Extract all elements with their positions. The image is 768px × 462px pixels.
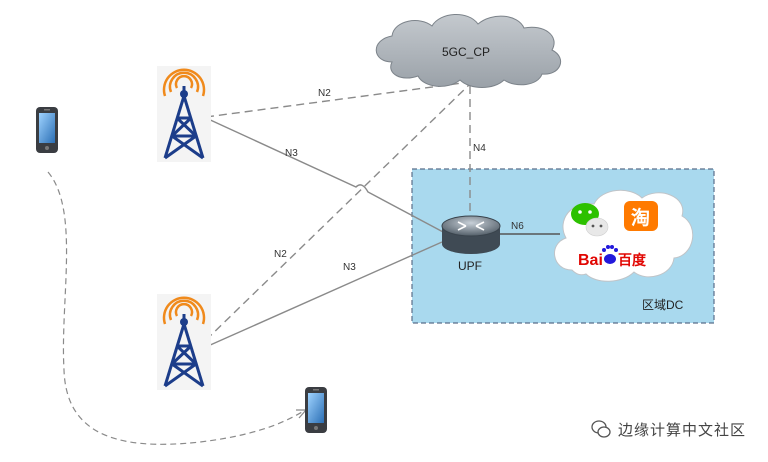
ue-mobility-path	[47, 171, 303, 445]
base-station-top	[157, 66, 211, 162]
label-n2-bottom: N2	[274, 249, 287, 260]
apps-cloud: 淘 Bai 百度	[554, 189, 694, 282]
baidu-text: Bai	[578, 252, 603, 269]
watermark-text: 边缘计算中文社区	[617, 420, 746, 439]
label-n4: N4	[473, 143, 486, 154]
upf-label: UPF	[458, 259, 482, 273]
phone-icon	[36, 107, 58, 153]
label-n3-top: N3	[285, 148, 298, 159]
signal-waves-icon	[162, 296, 206, 325]
baidu-logo: Bai 百度	[578, 245, 647, 269]
signal-waves-icon	[162, 68, 206, 97]
phone-icon	[305, 387, 327, 433]
base-station-bottom	[157, 294, 211, 390]
upf-router: UPF	[441, 215, 501, 273]
wechat-channel-icon	[591, 420, 611, 438]
watermark: 边缘计算中文社区	[590, 418, 746, 440]
core-cloud-label: 5GC_CP	[442, 45, 490, 59]
core-cloud: 5GC_CP	[375, 14, 562, 88]
link-n2-top	[205, 81, 471, 118]
link-n3-bottom	[207, 241, 443, 347]
label-n3-bottom: N3	[343, 262, 356, 273]
router-arrows-icon	[457, 221, 485, 231]
taobao-char: 淘	[631, 206, 650, 229]
label-n6: N6	[511, 221, 524, 232]
label-n2-top: N2	[318, 88, 331, 99]
baidu-cn-text: 百度	[618, 252, 647, 269]
wechat-icon	[571, 203, 609, 237]
link-n2-bottom	[205, 83, 471, 341]
taobao-icon: 淘	[624, 201, 658, 231]
paw-icon	[602, 245, 618, 264]
regional-dc-label: 区域DC	[642, 298, 684, 312]
link-n3-top	[205, 117, 446, 234]
